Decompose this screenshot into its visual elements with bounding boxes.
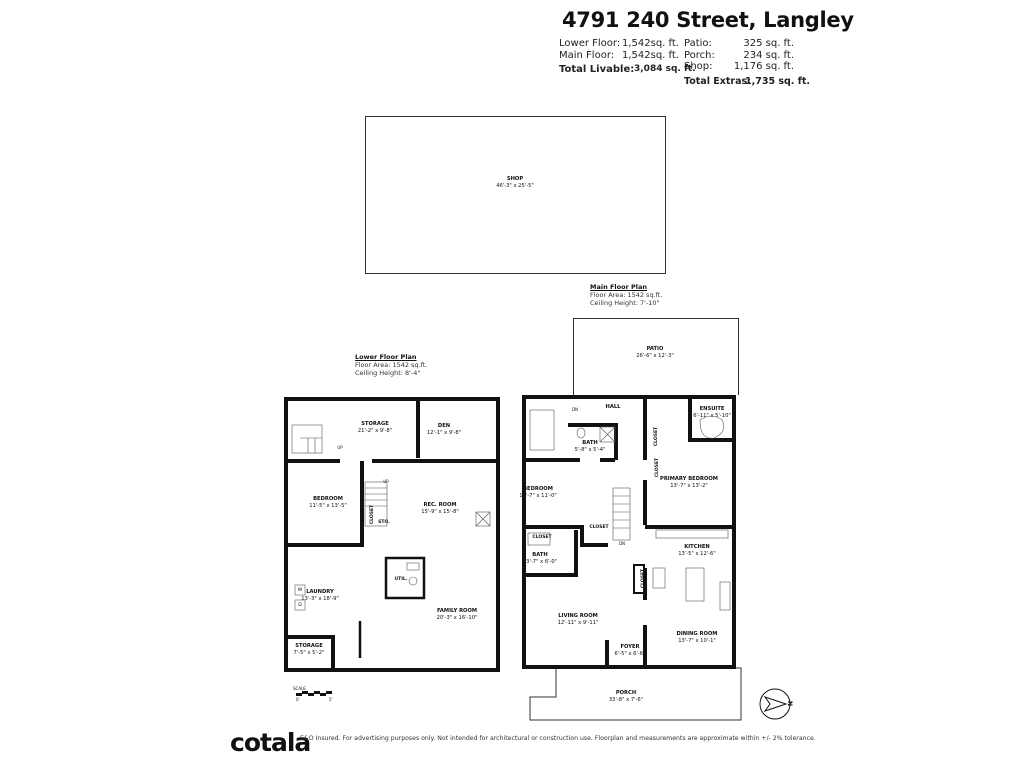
lower-floor-walls: [284, 397, 500, 672]
cotala-logo: cotala: [230, 728, 311, 757]
total-livable-value: 3,084 sq. ft.: [634, 64, 696, 74]
property-address-title: 4791 240 Street, Langley: [562, 8, 854, 32]
stair-down-label: DN: [618, 541, 626, 546]
porch-outline: [529, 667, 742, 721]
closet-label: CLOSET: [589, 525, 609, 530]
patio-value: 325 sq. ft.: [743, 38, 794, 49]
scale-start: 0': [296, 697, 300, 702]
shop-outline: [365, 116, 666, 274]
main-floor-fixtures: [527, 409, 731, 611]
patio-outline: [573, 318, 739, 395]
stair-down-label: DN: [571, 407, 579, 412]
lower-floor-area: Floor Area: 1542 sq.ft.: [355, 361, 428, 369]
porch-value: 234 sq. ft.: [743, 50, 794, 61]
main-floor-label: Main Floor:: [559, 50, 615, 61]
north-arrow-icon: [759, 688, 791, 720]
dryer-label: D: [298, 603, 302, 608]
room-hall: HALL: [605, 404, 621, 410]
lower-floor-header: Lower Floor Plan Floor Area: 1542 sq.ft.…: [355, 353, 427, 377]
compass-letter: N: [786, 700, 794, 707]
lower-floor-fixtures: [291, 424, 491, 611]
closet-label: CLOSET: [655, 457, 661, 478]
shop-label: Shop:: [684, 61, 713, 72]
lower-floor-area: Lower Floor:: [559, 38, 620, 49]
stair-up-label: UP: [337, 445, 343, 450]
main-floor-ceiling: Ceiling Height: 7'-10": [590, 299, 660, 307]
main-floor-heading: Main Floor Plan: [590, 283, 648, 291]
room-sto: STO.: [378, 520, 390, 525]
closet-label: CLOSET: [641, 568, 647, 589]
main-floor-walls: [522, 395, 736, 669]
room-util: UTIL.: [394, 577, 408, 582]
lower-floor-heading: Lower Floor Plan: [355, 353, 417, 361]
total-extras-label: Total Extras:: [684, 76, 751, 87]
lower-floor-label: Lower Floor:: [559, 38, 621, 49]
closet-label: CLOSET: [654, 426, 660, 447]
porch-label: Porch:: [684, 50, 715, 61]
total-livable-label: Total Livable:: [559, 64, 635, 75]
patio-label: Patio:: [684, 38, 712, 49]
closet-label: CLOSET: [532, 535, 552, 540]
main-floor-area: Floor Area: 1542 sq.ft.: [590, 291, 663, 299]
lower-floor-ceiling: Ceiling Height: 8'-4": [355, 369, 421, 377]
scale-bar: [296, 691, 332, 696]
closet-label: CLOSET: [370, 504, 376, 525]
lower-floor-value: 1,542sq. ft.: [622, 38, 679, 49]
stair-up-label: UP: [383, 479, 389, 484]
washer-label: W: [297, 588, 303, 593]
scale-label: SCALE: [293, 686, 306, 691]
main-floor-header: Main Floor Plan Floor Area: 1542 sq.ft. …: [590, 283, 662, 307]
shop-value: 1,176 sq. ft.: [733, 61, 794, 72]
disclaimer-text: E&O Insured. For advertising purposes on…: [300, 735, 816, 742]
scale-end: 5': [329, 697, 333, 702]
total-extras-value: 1,735 sq. ft.: [745, 76, 811, 87]
main-floor-value: 1,542sq. ft.: [622, 50, 679, 61]
